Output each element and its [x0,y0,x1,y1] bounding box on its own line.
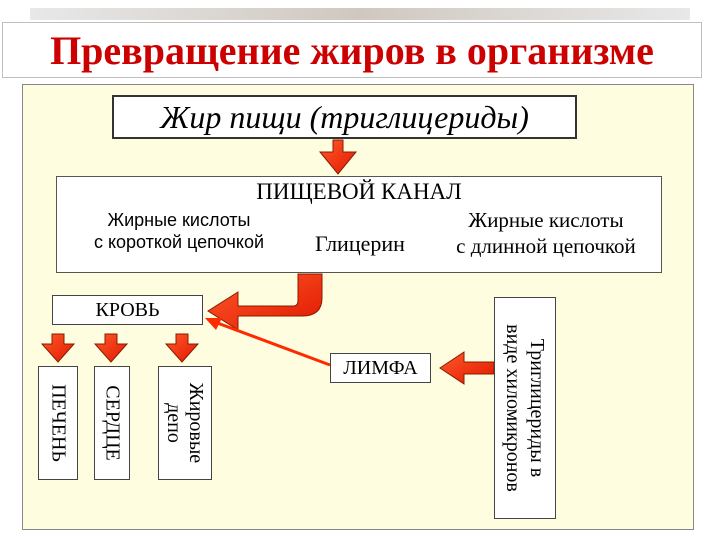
page-title: Превращение жиров в организме [50,28,654,73]
long-chain-line2: с длинной цепочкой [456,234,636,258]
arrow-blood-to-heart [93,333,129,363]
arrow-lymph-to-blood [211,319,331,367]
chylomicron-line2: виде хиломикронов [502,324,524,492]
chylomicron-label: Триглицериды в виде хиломикронов [501,324,549,492]
glycerol-label: Глицерин [315,231,405,256]
lymph-box: ЛИМФА [330,353,431,383]
fat-depot-box: Жировые депо [158,366,212,480]
heart-label: СЕРДЦЕ [101,385,124,461]
chylomicron-triglycerides-box: Триглицериды в виде хиломикронов [494,297,556,519]
digestive-tract-box: ПИЩЕВОЙ КАНАЛ Жирные кислоты с короткой … [56,176,662,273]
liver-label: ПЕЧЕНЬ [47,384,70,462]
food-fat-box: Жир пищи (триглицериды) [112,95,577,139]
liver-box: ПЕЧЕНЬ [38,366,78,480]
blood-box: КРОВЬ [52,295,203,325]
short-chain-fatty-acids: Жирные кислоты с короткой цепочкой [63,209,295,253]
heart-box: СЕРДЦЕ [94,366,130,480]
fat-depot-label: Жировые депо [163,383,207,463]
chylomicron-line1: Триглицериды в [526,338,548,478]
digestive-tract-title: ПИЩЕВОЙ КАНАЛ [256,179,462,204]
decorative-strip [30,8,690,20]
arrow-blood-to-depot [164,333,200,363]
long-chain-line1: Жирные кислоты [468,208,624,232]
arrow-blood-to-liver [40,333,76,363]
fat-depot-line2: депо [163,403,185,443]
arrow-trig-to-lymph [439,351,495,385]
arrow-gut-to-blood [207,273,323,331]
short-chain-line2: с короткой цепочкой [93,232,265,252]
title-box: Превращение жиров в организме [2,22,702,78]
arrow-food-to-gut [318,139,358,175]
arrow-lymph-to-blood-head [205,318,222,330]
short-chain-line1: Жирные кислоты [107,210,251,230]
fat-depot-line1: Жировые [185,382,207,464]
long-chain-fatty-acids: Жирные кислоты с длинной цепочкой [429,207,663,259]
